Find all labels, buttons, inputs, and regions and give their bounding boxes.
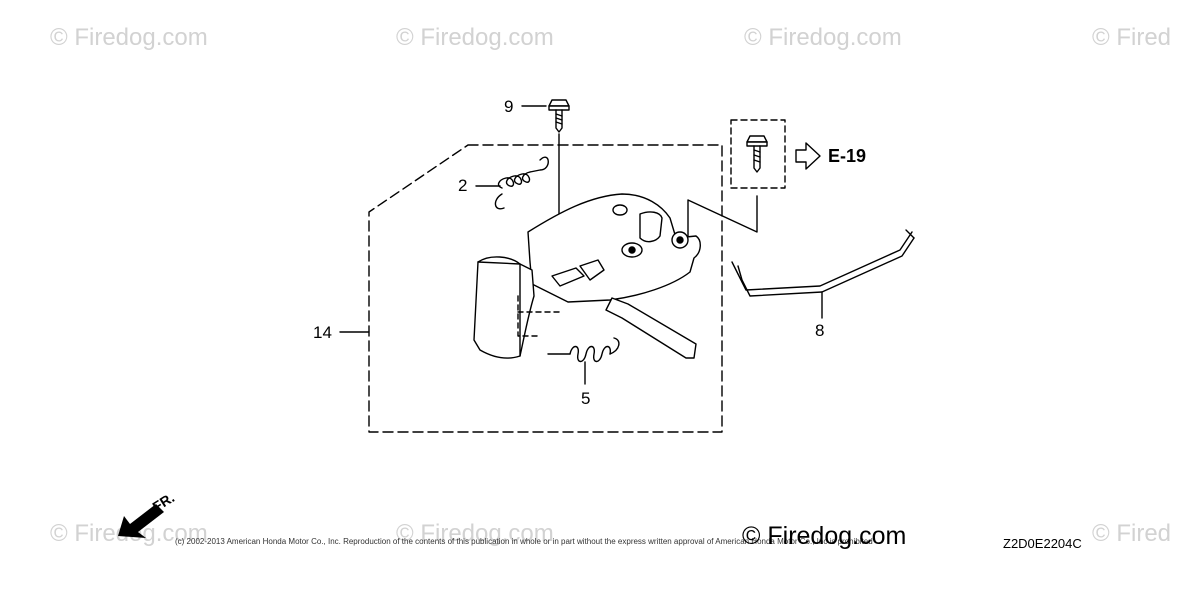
watermark: © Fired (1092, 520, 1172, 547)
callout-5: 5 (581, 389, 591, 408)
leader-line (687, 195, 758, 241)
governor-rod (731, 229, 915, 297)
bolt-icon (548, 99, 570, 133)
cover-block (473, 256, 535, 359)
reference-box (730, 119, 786, 189)
diagram-code: Z2D0E2204C (1003, 536, 1082, 551)
reference-label: E-19 (828, 146, 867, 166)
bolt-icon (746, 135, 768, 173)
spring-icon (494, 156, 549, 210)
lever-arm (551, 259, 697, 359)
callout-8: 8 (815, 321, 825, 340)
arrow-right-icon (795, 142, 821, 170)
callout-2: 2 (458, 176, 468, 195)
spring-icon (547, 337, 620, 363)
callout-14: 14 (313, 323, 332, 342)
watermark: © Fired (1092, 24, 1172, 51)
front-arrow-icon (118, 504, 164, 538)
governor-plate (527, 193, 701, 303)
assembly-boundary (368, 144, 723, 433)
watermark: © Firedog.com (50, 24, 208, 51)
watermark: © Firedog.com (744, 24, 902, 51)
copyright-notice: (c) 2002-2013 American Honda Motor Co., … (175, 537, 873, 546)
watermark: © Firedog.com (396, 24, 554, 51)
brand-watermark: © Firedog.com (742, 522, 907, 550)
watermark: © Firedog.com (396, 520, 554, 547)
callout-9: 9 (504, 97, 514, 116)
